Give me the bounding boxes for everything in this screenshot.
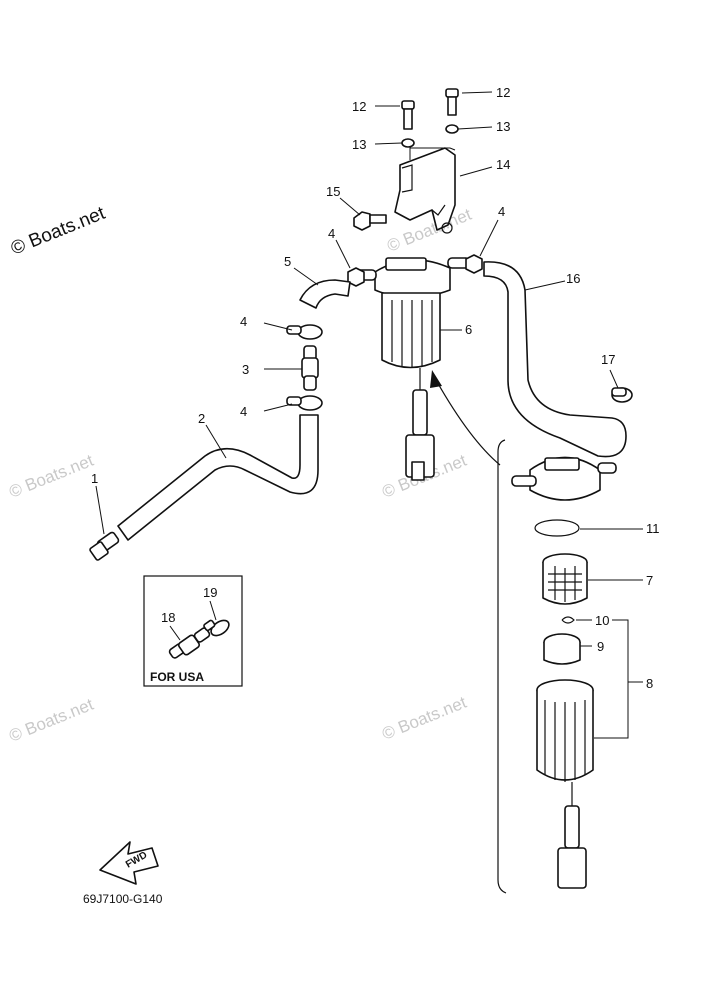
part-number-labels: 1 2 3 4 4 4 4 5 6 7 8 9 10 11 12 12 13 1… — [91, 85, 660, 691]
part-label-3: 3 — [242, 362, 249, 377]
exploded-view-bracket — [497, 439, 507, 894]
leader-lines — [95, 91, 643, 739]
fuel-filter-6 — [351, 257, 471, 481]
part-label-15: 15 — [326, 184, 340, 199]
clip-4-lower — [286, 395, 323, 411]
hose-2 — [117, 414, 319, 541]
part-label-9: 9 — [597, 639, 604, 654]
bracket-14 — [394, 147, 456, 234]
washer-13-right — [445, 124, 459, 134]
arrow-head — [430, 370, 442, 388]
part-label-10: 10 — [595, 613, 609, 628]
fwd-arrow: FWD — [99, 841, 159, 885]
clip-4-right-of-filter — [465, 254, 483, 274]
filter-element-7 — [542, 553, 588, 605]
part-label-18: 18 — [161, 610, 175, 625]
inset-label: FOR USA — [150, 670, 204, 684]
bolt-12-left — [401, 100, 415, 130]
part-label-13: 13 — [496, 119, 510, 134]
part-label-13: 13 — [352, 137, 366, 152]
part-label-5: 5 — [284, 254, 291, 269]
fitting-1 — [89, 531, 120, 561]
exploded-view-arrow — [435, 379, 501, 466]
part-label-16: 16 — [566, 271, 580, 286]
clip-19 — [203, 619, 230, 637]
clip-10 — [561, 616, 575, 624]
watermark-main: © Boats.net — [8, 203, 109, 260]
joint-3 — [301, 345, 319, 391]
part-label-17: 17 — [601, 352, 615, 367]
watermark-faint: © Boats.net — [379, 693, 469, 744]
usa-inset: FOR USA — [143, 575, 243, 687]
part-label-1: 1 — [91, 471, 98, 486]
part-label-12: 12 — [352, 99, 366, 114]
clip-17 — [611, 387, 633, 403]
float-9 — [543, 633, 581, 665]
part-label-14: 14 — [496, 157, 510, 172]
part-label-11: 11 — [646, 521, 660, 536]
part-label-12: 12 — [496, 85, 510, 100]
diagram-code: 69J7100-G140 — [83, 892, 163, 906]
bolt-12-right — [445, 88, 459, 116]
hose-5 — [299, 279, 351, 309]
hose-16 — [483, 261, 627, 458]
joint-18 — [168, 627, 211, 659]
part-label-4: 4 — [328, 226, 335, 241]
filter-cap — [511, 456, 617, 501]
screw-15 — [353, 211, 387, 231]
part-label-4: 4 — [498, 204, 505, 219]
part-label-7: 7 — [646, 573, 653, 588]
watermark-faint: © Boats.net — [6, 451, 96, 502]
part-label-4: 4 — [240, 404, 247, 419]
part-label-4: 4 — [240, 314, 247, 329]
part-label-8: 8 — [646, 676, 653, 691]
clip-4-upper — [286, 324, 323, 340]
washer-13-left — [401, 138, 415, 148]
part-label-2: 2 — [198, 411, 205, 426]
o-ring-11 — [534, 519, 580, 537]
part-label-6: 6 — [465, 322, 472, 337]
part-label-19: 19 — [203, 585, 217, 600]
watermark-faint: © Boats.net — [6, 695, 96, 746]
filter-cup-8 — [536, 679, 594, 889]
